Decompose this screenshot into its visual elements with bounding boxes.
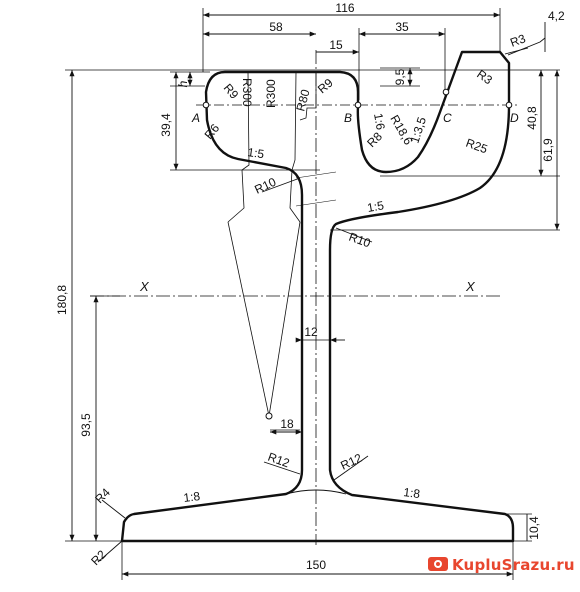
watermark: KupluSrazu.ru	[428, 556, 575, 574]
radius-r12b: R12	[338, 451, 364, 473]
slope-foot-right: 1:8	[403, 485, 422, 501]
axis-label-x-right: X	[465, 279, 476, 294]
slope-head-right: 1:5	[366, 198, 385, 215]
slope-head-left: 1:5	[247, 145, 266, 161]
point-label-b: B	[344, 111, 352, 125]
dim-text-crown: 9,5	[393, 68, 407, 85]
dim-text-web: 12	[304, 325, 318, 339]
dim-text-axis-height: 93,5	[79, 413, 93, 437]
dim-text-head-right: 40,8	[525, 106, 539, 130]
extension-lines	[65, 8, 560, 580]
radius-r300a: R300	[240, 78, 254, 107]
watermark-text: KupluSrazu.ru	[452, 556, 575, 574]
radius-r2: R2	[88, 547, 109, 568]
rail-profile-outline	[120, 50, 515, 543]
dim-text-height: 180,8	[55, 285, 69, 315]
radius-r8: R8	[364, 129, 385, 150]
radius-r10a: R10	[252, 175, 278, 197]
gauge-points	[202, 88, 513, 109]
slope-head-inner: 1:3,5	[408, 115, 430, 145]
dim-text-foot: 18	[280, 417, 294, 431]
dim-text-head-web: 61,9	[541, 138, 555, 162]
slope-head-b: 1:6	[371, 112, 388, 131]
dim-text-116: 116	[335, 1, 354, 15]
radius-r3a: R3	[508, 31, 528, 50]
dim-text-corner: 4,2	[548, 9, 565, 23]
radius-r6: R6	[202, 121, 223, 142]
leader-r10a	[261, 177, 301, 193]
dim-text-base: 150	[306, 558, 326, 572]
dim-text-h: h	[176, 80, 190, 87]
head-web-transition	[295, 171, 337, 207]
slope-foot-left: 1:8	[183, 489, 202, 505]
dim-text-15: 15	[329, 38, 343, 52]
radius-r80: R80	[293, 88, 312, 113]
dim-text-base-edge: 10,4	[527, 516, 541, 540]
dim-text-35: 35	[395, 20, 409, 34]
leader-r12a	[263, 461, 301, 475]
point-label-c: C	[443, 111, 452, 125]
radius-r10b: R10	[347, 230, 373, 251]
radius-r12a: R12	[266, 450, 292, 471]
leader-r2	[97, 540, 123, 563]
point-label-a: A	[191, 111, 200, 125]
leader-r10b	[335, 227, 373, 243]
leader-r12b	[333, 455, 369, 481]
watermark-logo-icon	[428, 557, 448, 571]
dim-text-head-depth: 39,4	[159, 113, 173, 137]
radius-r4: R4	[92, 485, 113, 506]
leader-r3a	[504, 47, 529, 55]
radius-r9a: R9	[221, 81, 242, 102]
web-foot-transition	[285, 489, 347, 495]
r300-construction	[227, 71, 317, 420]
point-label-d: D	[510, 111, 519, 125]
radius-r300b: R300	[264, 79, 278, 108]
axis-label-x-left: X	[139, 279, 150, 294]
leader-r4	[101, 499, 126, 519]
radius-r25: R25	[464, 136, 490, 157]
dim-text-58: 58	[269, 20, 283, 34]
radius-r9b: R9	[315, 76, 336, 97]
